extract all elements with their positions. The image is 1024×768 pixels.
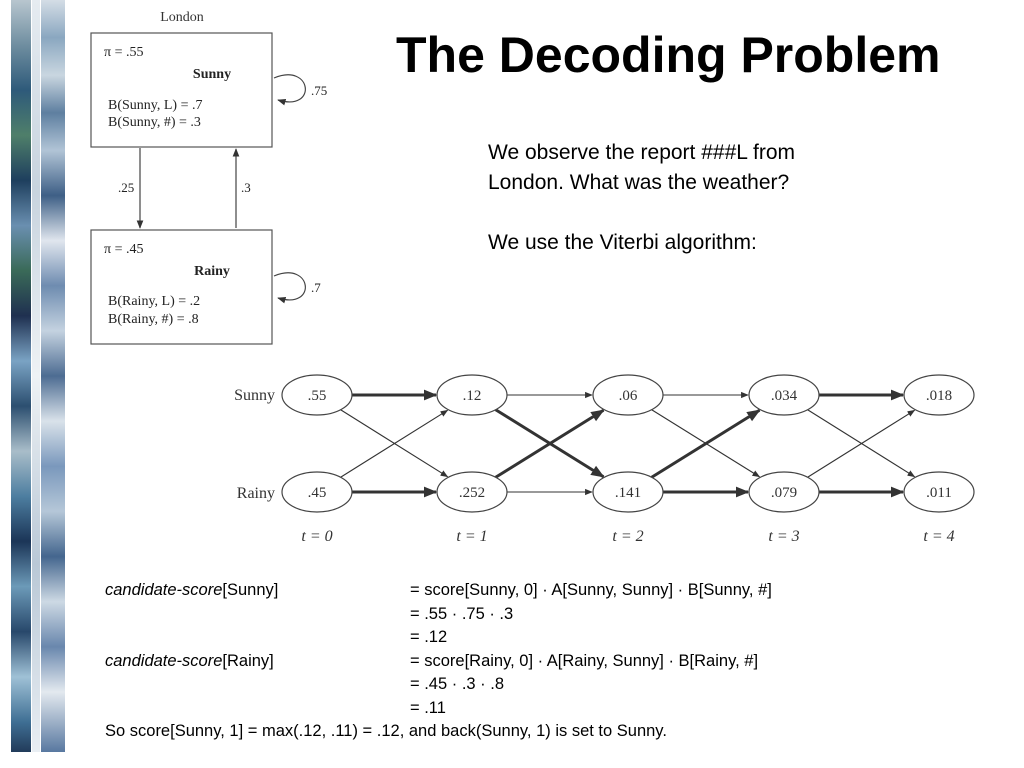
algorithm-line: We use the Viterbi algorithm: — [488, 231, 757, 254]
trellis-node — [592, 471, 664, 513]
conclusion-text: So score[Sunny, 1] = max(.12, .11) = .12… — [105, 722, 667, 740]
candidate-score-sunny-eq: = score[Sunny, 0] · A[Sunny, Sunny] · B[… — [410, 581, 772, 599]
trellis-node — [281, 374, 353, 416]
trellis-edge — [650, 408, 761, 479]
trellis-time-label: t = 2 — [612, 528, 643, 545]
trellis-node — [592, 374, 664, 416]
candidate-score-sunny-label: candidate-score[Sunny] — [105, 581, 279, 599]
trellis-row-label-sunny: Sunny — [234, 387, 275, 404]
sunny-emission-hash: B(Sunny, #) = .3 — [108, 115, 201, 130]
trellis-node-score: .252 — [459, 485, 485, 501]
trellis-time-label: t = 4 — [923, 528, 954, 545]
sunny-pi: π = .55 — [104, 45, 143, 60]
trellis-node-score: .12 — [463, 388, 482, 404]
trellis-node-score: .45 — [308, 485, 327, 501]
sunny-state-box — [90, 32, 273, 148]
rainy-emission-l: B(Rainy, L) = .2 — [108, 294, 200, 309]
trellis-node — [281, 471, 353, 513]
trellis-node-score: .141 — [615, 485, 641, 501]
trellis-time-label: t = 3 — [768, 528, 799, 545]
trellis-node-score: .55 — [308, 388, 327, 404]
trellis-time-label: t = 1 — [456, 528, 487, 545]
rainy-state-name: Rainy — [194, 264, 230, 279]
trellis-node — [748, 374, 820, 416]
trellis-node — [903, 471, 975, 513]
candidate-score-rainy-label: candidate-score[Rainy] — [105, 651, 274, 670]
trellis-time-labels: t = 0 t = 1 t = 2 t = 3 t = 4 — [301, 528, 954, 545]
decorative-strip-left — [11, 0, 31, 752]
sunny-state-name: Sunny — [193, 67, 231, 82]
rainy-self-loop-label: .7 — [311, 280, 321, 295]
trellis-node-score: .018 — [926, 388, 952, 404]
trellis-node-score: .034 — [771, 388, 798, 404]
trellis-node — [436, 374, 508, 416]
sunny-self-loop-label: .75 — [311, 83, 327, 98]
sunny-to-rainy-label: .25 — [118, 180, 134, 195]
trellis-edge — [807, 409, 916, 478]
trellis-edge — [494, 408, 605, 479]
sunny-emission-l: B(Sunny, L) = .7 — [108, 98, 203, 113]
candidate-score-rainy-values: = .45 · .3 · .8 — [410, 675, 505, 693]
observation-text: We observe the report ###L from London. … — [488, 138, 888, 258]
rainy-to-sunny-label: .3 — [241, 180, 251, 195]
candidate-score-rainy-eq: = score[Rainy, 0] · A[Rainy, Sunny] · B[… — [410, 651, 759, 670]
decorative-strip-right — [41, 0, 65, 752]
trellis-node — [436, 471, 508, 513]
decorative-strip-middle — [32, 0, 40, 752]
viterbi-computation: candidate-score[Sunny] = score[Sunny, 0]… — [105, 579, 985, 744]
candidate-score-rainy-result: = .11 — [410, 698, 446, 717]
candidate-score-sunny-values: = .55 · .75 · .3 — [410, 604, 514, 623]
trellis-time-label: t = 0 — [301, 528, 332, 545]
trellis-edges — [340, 389, 916, 498]
state-diagram-caption: London — [160, 10, 204, 25]
observation-line-1: We observe the report ###L from — [488, 141, 795, 164]
trellis-node-score: .06 — [619, 388, 638, 404]
sunny-self-loop — [273, 74, 306, 106]
rainy-state-box — [90, 229, 273, 345]
trellis-node — [748, 471, 820, 513]
trellis-row-label-rainy: Rainy — [237, 485, 275, 502]
trellis-edge — [340, 409, 449, 478]
rainy-emission-hash: B(Rainy, #) = .8 — [108, 312, 199, 327]
trellis-node — [903, 374, 975, 416]
trellis-nodes: .55 .12 .06 .034 .018 .45 .252 .141 .079 .011 — [281, 374, 975, 513]
trellis-node-score: .079 — [771, 485, 797, 501]
rainy-self-loop — [273, 272, 306, 304]
observation-line-2: London. What was the weather? — [488, 171, 790, 194]
slide-title: The Decoding Problem — [396, 27, 941, 83]
trellis-node-score: .011 — [926, 485, 952, 501]
rainy-pi: π = .45 — [104, 242, 143, 257]
candidate-score-sunny-result: = .12 — [410, 628, 448, 646]
